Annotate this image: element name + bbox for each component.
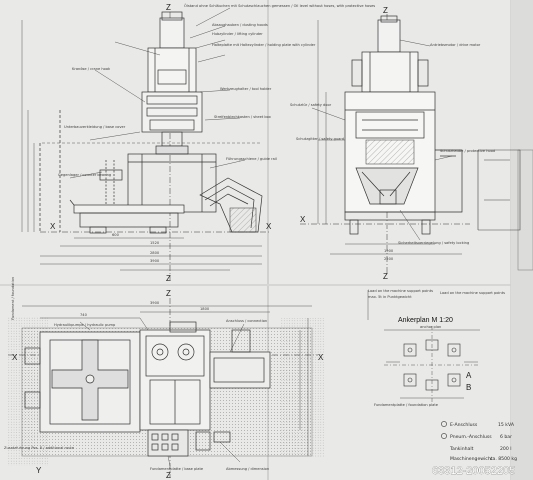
dim-d6: 3900 — [150, 259, 160, 263]
note-guide: Führungsschiene / guide rail — [226, 157, 277, 161]
spec-pneum-label: Pneum.-Anschluss — [450, 434, 492, 440]
note-connection: Anschluss / connection — [226, 319, 267, 323]
axis-z-side-bottom: Z — [383, 272, 388, 281]
axis-x-plan-right: X — [318, 353, 324, 362]
listing-watermark: 63312-20052205 — [432, 465, 515, 477]
side-view — [300, 14, 470, 275]
note-right-4: Load on the machine support points — [440, 291, 505, 295]
axis-y-plan: Y — [36, 466, 42, 475]
axis-z-side-top: Z — [383, 6, 388, 15]
note-cylinder: Hubzylinder / lifting cylinder — [212, 32, 263, 36]
dim-d6-plan: 3900 — [150, 301, 160, 305]
note-tool-holder: Werkzeughalter / tool holder — [220, 87, 272, 91]
note-bottom-table: Gegenlager / counter bearing — [58, 173, 111, 177]
spec-pneum-value: 6 bar — [500, 434, 512, 440]
note-plate: Halteplatte mit Haltezylinder / holding … — [212, 43, 316, 47]
axis-z-top: Z — [166, 3, 171, 12]
note-safety-locking: Sicherheitsverriegelung / safety locking — [398, 241, 469, 245]
note-sheet-box: Streifenblechkasten / sheet box — [214, 115, 272, 119]
spec-tank-label: Tankinhalt — [449, 446, 474, 452]
axis-x-plan-left: X — [12, 353, 18, 362]
axis-x-side: X — [300, 215, 306, 224]
note-right-3: Fundamentplatte / foundation plate — [374, 403, 439, 407]
note-additional-route: Zusatzfuhrung Pos. 8 / additional route — [4, 446, 75, 450]
spec-e-value: 15 kVA — [498, 422, 515, 428]
dim-d3: 2800 — [150, 251, 160, 255]
dim-d7: 2500 — [384, 257, 394, 261]
partial-view — [477, 149, 521, 231]
anchor-plan-sub: anchor plan — [420, 325, 441, 329]
axis-z-bottom: Z — [166, 274, 171, 283]
pneumatic-icon — [441, 433, 447, 439]
note-foundation: Fundament / foundation — [11, 277, 15, 320]
dim-d8: 1800 — [200, 307, 210, 311]
axis-b: B — [466, 383, 471, 392]
note-right-2: max. 5t in Punktgewicht — [368, 295, 412, 299]
front-view — [21, 7, 270, 280]
axis-z-plan-top: Z — [166, 289, 171, 298]
note-shelter: Schutzgitter / safety guard — [296, 137, 344, 141]
note-safety-door: Schutztür / safety door — [290, 103, 332, 107]
anchor-plan — [367, 290, 480, 402]
spec-tank-value: 200 l — [500, 446, 512, 452]
spec-e-label: E-Anschluss — [450, 422, 478, 428]
note-crane-left: Kranöse / crane hook — [72, 67, 111, 71]
note-base-plate: Fundamentplatte / base plate — [150, 467, 204, 471]
axis-x-left: X — [50, 222, 56, 231]
note-protective-hood: Schutzhaube / protective hood — [440, 149, 495, 153]
note-base-cover: Unterbauverkleidung / base cover — [64, 125, 126, 129]
axis-z-plan-bottom: Z — [166, 471, 171, 480]
axis-a: A — [466, 371, 472, 380]
spec-table: E-Anschluss 15 kVA Pneum.-Anschluss 6 ba… — [441, 421, 517, 462]
spec-weight-label: Maschinengewicht — [450, 456, 493, 462]
note-hood: Absaughauben / dusting hoods — [212, 23, 268, 27]
dim-d2: 1520 — [150, 241, 160, 245]
spec-weight-value: ca. 8500 kg — [490, 456, 517, 462]
e-connection-icon — [441, 421, 447, 427]
plan-view — [8, 298, 324, 478]
note-pump: Hydraulikpumpe / hydraulic pump — [54, 323, 116, 327]
dim-d5: 740 — [80, 313, 88, 317]
dim-d4: 1900 — [384, 249, 394, 253]
axis-x-mid: X — [266, 222, 272, 231]
dim-d1: 600 — [112, 233, 120, 237]
note-motor: Antriebsmotor / drive motor — [430, 43, 481, 47]
note-right-1: Load on the machine support points — [368, 289, 433, 293]
note-top-center: Ölstand ohne Schläuchen mit Schutzschlau… — [184, 3, 375, 8]
anchor-plan-heading: Ankerplan M 1:20 — [398, 317, 453, 324]
note-dimension: Abmessung / dimension — [226, 467, 269, 471]
